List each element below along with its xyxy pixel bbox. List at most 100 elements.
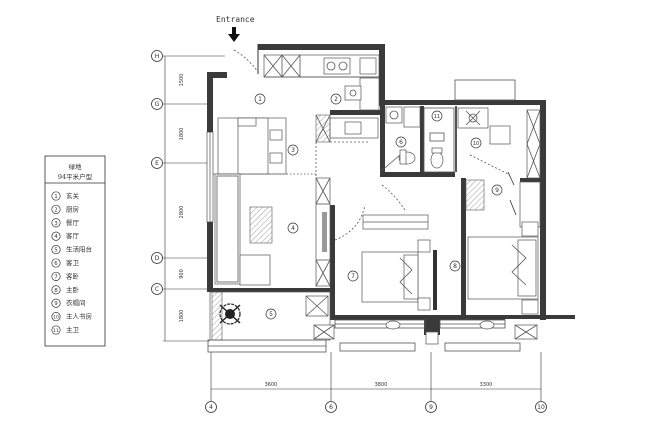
room-number-8: 8	[453, 263, 457, 270]
guest-bathroom	[385, 106, 421, 165]
legend-title-1: 绿地	[69, 162, 83, 171]
master-bathroom	[423, 106, 457, 173]
legend-item-text: 餐厅	[66, 218, 80, 227]
stove-icon	[323, 57, 351, 75]
axis-4-label: 4	[209, 404, 213, 411]
room-number-11: 11	[434, 114, 440, 120]
legend-item: 7 客卧	[51, 271, 80, 281]
guest-bed	[361, 214, 437, 311]
axis-h-label: H	[155, 53, 160, 60]
legend-item-text: 客厅	[66, 231, 80, 240]
axis-e-marker: E	[151, 157, 163, 169]
axis-d-marker: D	[151, 252, 163, 264]
legend-item-number: 7	[54, 274, 58, 280]
room-marker-3	[287, 144, 299, 156]
dim-bottom-2: 3800	[375, 382, 388, 388]
axis-c-marker: C	[151, 283, 163, 295]
legend-item-number: 4	[54, 234, 58, 240]
entrance-label: Entrance	[216, 15, 255, 24]
room-marker-10	[470, 137, 482, 149]
legend-item-number: 6	[54, 261, 58, 267]
legend-item-text: 主卧	[66, 285, 80, 294]
axis-g-marker: G	[151, 98, 163, 110]
axis-10-marker: 10	[535, 401, 547, 413]
window-seats	[313, 320, 538, 345]
legend-item-number: 10	[53, 315, 59, 321]
legend-item-number-circle	[51, 218, 61, 228]
room-marker-6	[395, 136, 407, 148]
room-number-4: 4	[291, 225, 295, 232]
legend-item-number: 9	[54, 301, 58, 307]
legend-item-number: 3	[54, 221, 58, 227]
axis-9-label: 9	[429, 404, 433, 411]
legend-item-number-circle	[51, 325, 61, 335]
dim-left-3: 2800	[179, 206, 185, 219]
sink-icon	[344, 85, 362, 101]
room-number-3: 3	[291, 147, 295, 154]
legend-item-text: 客卫	[66, 258, 80, 267]
legend-item-text: 主卫	[66, 325, 80, 334]
room-marker-1	[254, 93, 266, 105]
room-number-1: 1	[258, 96, 262, 103]
room-number-2: 2	[334, 96, 338, 103]
legend-item-number-circle	[51, 204, 61, 214]
legend-item: 9 衣帽间	[51, 298, 86, 308]
legend-item-number: 1	[54, 194, 58, 200]
dim-bottom-3: 3300	[480, 382, 493, 388]
legend-item-number-circle	[51, 312, 61, 322]
legend-item-number-circle	[51, 231, 61, 241]
room-marker-4	[287, 222, 299, 234]
legend-item-text: 厨房	[66, 204, 79, 213]
axis-h-marker: H	[151, 50, 163, 62]
legend-item-number-circle	[51, 271, 61, 281]
legend-item: 4 客厅	[51, 231, 80, 241]
entrance-door-swing	[233, 49, 259, 73]
legend-item-text: 生活阳台	[66, 245, 92, 254]
room-number-5: 5	[269, 311, 273, 318]
legend-item-text: 客卧	[66, 271, 80, 280]
legend-title-2: 94平米户型	[58, 172, 93, 181]
legend-item-number-circle	[51, 191, 61, 201]
living-sofa	[214, 173, 271, 286]
walk-in-closet	[465, 171, 541, 228]
plant-icon	[219, 303, 241, 325]
legend-item: 6 客卫	[51, 258, 80, 268]
coffee-table	[249, 206, 273, 244]
dim-left-2: 1800	[179, 128, 185, 141]
legend-item-number-circle	[51, 258, 61, 268]
axis-c-label: C	[155, 286, 159, 293]
bottom-axis-grid: 4 6 9 10 3600 3800 3300	[205, 352, 547, 413]
dim-bottom-1: 3600	[265, 382, 278, 388]
entrance-arrow-icon	[228, 27, 240, 42]
legend-item-text: 衣帽间	[66, 298, 86, 307]
room-marker-2	[330, 93, 342, 105]
zone-dashes	[213, 141, 406, 241]
dim-left-1: 1500	[179, 74, 185, 87]
room-marker-11	[431, 110, 443, 122]
study-room	[457, 107, 541, 179]
room-marker-9	[491, 184, 503, 196]
legend-item-text: 玄关	[66, 191, 80, 200]
axis-g-label: G	[155, 101, 160, 108]
axis-6-marker: 6	[325, 401, 337, 413]
dining-table	[217, 117, 287, 175]
axis-4-marker: 4	[205, 401, 217, 413]
axis-10-label: 10	[537, 404, 545, 411]
room-number-6: 6	[399, 139, 403, 146]
room-marker-7	[347, 270, 359, 282]
room-number-10: 10	[473, 141, 479, 147]
room-marker-8	[449, 260, 461, 272]
axis-6-label: 6	[329, 404, 333, 411]
room-number-7: 7	[351, 273, 355, 280]
room-number-9: 9	[495, 187, 499, 194]
legend-item-number-circle	[51, 298, 61, 308]
